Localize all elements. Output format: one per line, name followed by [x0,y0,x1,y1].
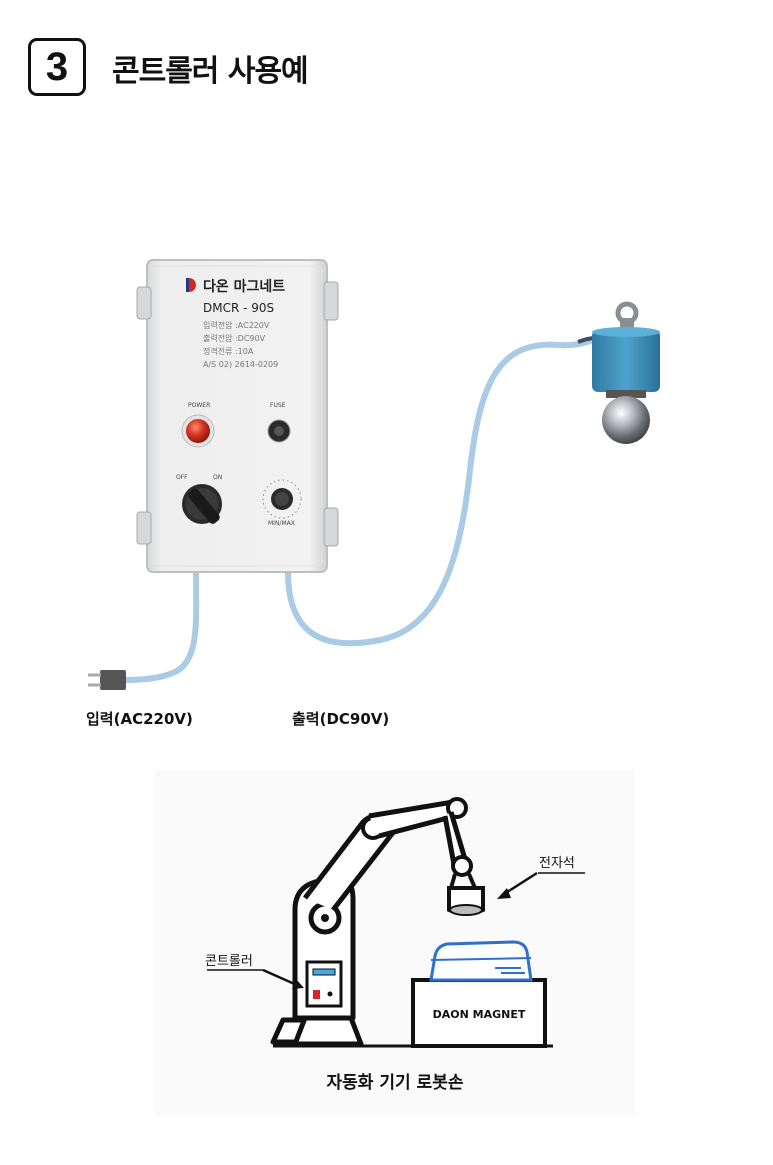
robot-title: 자동화 기기 로봇손 [327,1073,464,1093]
daon-logo-icon [186,278,196,292]
fuse-label: FUSE [270,402,286,409]
on-label: ON [213,474,222,481]
plug-icon [100,670,126,690]
on-off-switch-icon [182,484,222,524]
output-cable [285,337,596,647]
dial-label: MIN/MAX [268,520,295,527]
spec-line-4: A/S 02) 2614-0209 [203,360,278,369]
spec-line-2: 출력전압 :DC90V [203,333,266,343]
output-dial-icon [262,479,302,519]
section-title: 콘트롤러 사용예 [112,54,309,89]
input-caption: 입력(AC220V) [86,710,193,728]
robot-arm-illustration: 전자석 콘트롤러 DAON MAGNET 자동화 기기 로봇손 [205,797,585,1093]
controller-box: 다온 마그네트 DMCR - 90S 입력전압 :AC220V 출력전압 :DC… [136,259,339,573]
robot-base [292,1015,364,1047]
electromagnet-label: 전자석 [539,856,575,871]
controller-label: 콘트롤러 [205,954,253,969]
electromagnet-icon [577,301,660,444]
section-number: 3 [28,38,86,96]
controller-illustration: 다온 마그네트 DMCR - 90S 입력전압 :AC220V 출력전압 :DC… [88,259,660,690]
input-cable [119,567,200,683]
controller-brand: 다온 마그네트 [203,279,285,295]
robot-diagram: 전자석 콘트롤러 DAON MAGNET 자동화 기기 로봇손 [155,770,635,1115]
spec-line-3: 정격전류 :10A [203,346,254,356]
controller-model: DMCR - 90S [203,301,274,315]
spec-line-1: 입력전압 :AC220V [203,320,270,330]
power-label: POWER [188,402,210,409]
blue-workpiece-icon [429,940,533,982]
output-caption: 출력(DC90V) [292,710,390,728]
off-label: OFF [176,474,188,481]
box-label: DAON MAGNET [433,1008,526,1021]
section-header: 3 콘트롤러 사용예 [28,36,728,106]
